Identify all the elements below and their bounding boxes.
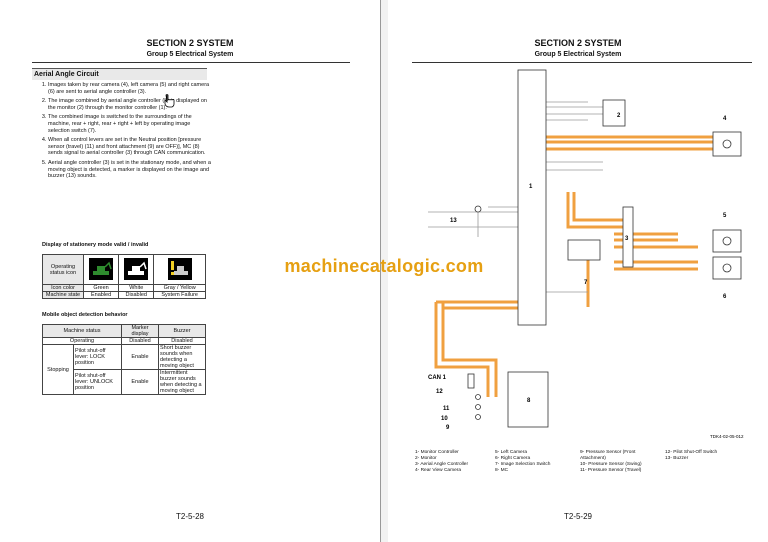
table-cell	[118, 254, 155, 285]
description-list: Images taken by rear camera (4), left ca…	[38, 82, 213, 183]
left-page: SECTION 2 SYSTEM Group 5 Electrical Syst…	[0, 0, 380, 542]
stationary-mode-table: Operating status icon Icon color Green W…	[42, 254, 206, 299]
table-header-cell: Marker display	[121, 324, 159, 338]
monitor-controller-box	[517, 69, 547, 326]
legend-item: 5- Left Camera	[495, 450, 527, 455]
sensor-icon	[475, 404, 481, 410]
table-cell	[153, 254, 206, 285]
mc-box	[507, 371, 549, 428]
right-camera-box	[712, 256, 742, 280]
page-number: T2-5-29	[563, 512, 592, 521]
legend-item: 8- MC	[495, 468, 509, 473]
camera-lens-icon	[722, 263, 732, 273]
sensor-icon	[475, 414, 481, 420]
list-item: Aerial angle controller (3) is set in th…	[48, 160, 213, 180]
table-cell: Disabled	[158, 337, 206, 345]
callout-6: 6	[723, 294, 727, 300]
camera-lens-icon	[722, 236, 732, 246]
circuit-heading: Aerial Angle Circuit	[32, 68, 207, 80]
table-cell: Disabled	[118, 291, 155, 299]
page-number: T2-5-28	[175, 512, 204, 521]
table-cell: Enable	[121, 344, 159, 370]
legend-item: 11- Pressure Sensor (Travel)	[580, 468, 642, 473]
callout-1: 1	[529, 184, 533, 190]
callout-9: 9	[446, 425, 450, 431]
legend-item: 12- Pilot Shut-Off Switch	[665, 450, 718, 455]
callout-2: 2	[617, 113, 621, 119]
table-cell: Operating	[42, 337, 122, 345]
section-title: SECTION 2 SYSTEM	[534, 38, 622, 48]
monitor-box	[602, 99, 626, 127]
table-header-cell: Machine status	[42, 324, 122, 338]
legend-item: 6- Right Camera	[495, 456, 531, 461]
callout-13: 13	[450, 218, 457, 224]
left-camera-box	[712, 229, 742, 253]
legend-item: 13- Buzzer	[665, 456, 689, 461]
table-cell: Green	[82, 284, 120, 292]
signal-wires	[428, 101, 603, 293]
table-cell: Enabled	[82, 291, 120, 299]
legend-item: 2- Monitor	[415, 456, 437, 461]
table-header-cell: Buzzer	[158, 324, 206, 338]
table-cell: System Failure	[153, 291, 206, 299]
legend-item: 9- Pressure Sensor (Front Attachment)	[580, 450, 636, 461]
section-title: SECTION 2 SYSTEM	[146, 38, 234, 48]
table2-title: Mobile object detection behavior	[42, 312, 128, 318]
callout-11: 11	[443, 406, 450, 412]
list-item: The image combined by aerial angle contr…	[48, 98, 213, 111]
hand-cursor-icon	[164, 94, 175, 108]
table-cell: Gray / Yellow	[153, 284, 206, 292]
excavator-white-icon	[124, 257, 149, 280]
table-cell: Stopping	[42, 344, 74, 395]
orange-harness	[434, 135, 713, 397]
callout-5: 5	[723, 213, 727, 219]
list-item: Images taken by rear camera (4), left ca…	[48, 82, 213, 95]
right-page: SECTION 2 SYSTEM Group 5 Electrical Syst…	[388, 0, 768, 542]
list-item: The combined image is switched to the su…	[48, 114, 213, 134]
table1-title: Display of stationery mode valid / inval…	[42, 242, 149, 248]
excavator-green-icon	[89, 257, 114, 280]
header-rule	[412, 62, 752, 63]
legend-item: 3- Aerial Angle Controller	[415, 462, 469, 467]
aerial-controller-box	[622, 206, 634, 268]
table-cell: White	[118, 284, 155, 292]
table-header-cell: Machine state	[42, 291, 84, 299]
table-cell: Enable	[121, 369, 159, 395]
excavator-warning-icon	[167, 257, 192, 280]
watermark: machinecatalogic.com	[284, 256, 484, 276]
table-cell: Pilot shut-off lever: UNLOCK position	[73, 369, 122, 395]
callout-7: 7	[584, 280, 588, 286]
callout-4: 4	[723, 116, 727, 122]
buzzer-icon	[474, 205, 482, 213]
legend-item: 4- Rear View Camera	[415, 468, 462, 473]
diagram-id: TDK4-02-05-012	[710, 434, 744, 439]
list-item: When all control levers are set in the N…	[48, 137, 213, 157]
callout-12: 12	[436, 389, 443, 395]
wiring-diagram: 1 2 3 4 5 6 7 8 9 10 11 12 13 CAN 1 TDK4…	[428, 69, 744, 439]
legend-item: 7- Image Selection Switch	[495, 462, 551, 467]
callout-10: 10	[441, 416, 448, 422]
table-header-cell: Icon color	[42, 284, 84, 292]
selection-switch-box	[567, 239, 601, 261]
group-title: Group 5 Electrical System	[534, 51, 622, 58]
rear-camera-box	[712, 131, 742, 157]
callout-can1: CAN 1	[428, 375, 447, 381]
group-title: Group 5 Electrical System	[146, 51, 234, 58]
sensor-icon	[475, 394, 481, 400]
header-rule	[32, 62, 350, 63]
table-cell: Intermittent buzzer sounds when detectin…	[158, 369, 206, 395]
detection-behavior-table: Machine status Marker display Buzzer Ope…	[42, 324, 206, 395]
camera-lens-icon	[722, 139, 732, 149]
callout-3: 3	[625, 236, 629, 242]
legend-item: 10- Pressure Sensor (Swing)	[580, 462, 642, 467]
shutoff-switch-icon	[467, 373, 475, 389]
table-cell: Short buzzer sounds when detecting a mov…	[158, 344, 206, 370]
legend-item: 1- Monitor Controller	[415, 450, 459, 455]
table-cell: Pilot shut-off lever: LOCK position	[73, 344, 122, 370]
callout-8: 8	[527, 398, 531, 404]
diagram-callouts: 1 2 3 4 5 6 7 8 9 10 11 12 13 CAN 1	[428, 113, 727, 431]
table-cell: Disabled	[121, 337, 159, 345]
